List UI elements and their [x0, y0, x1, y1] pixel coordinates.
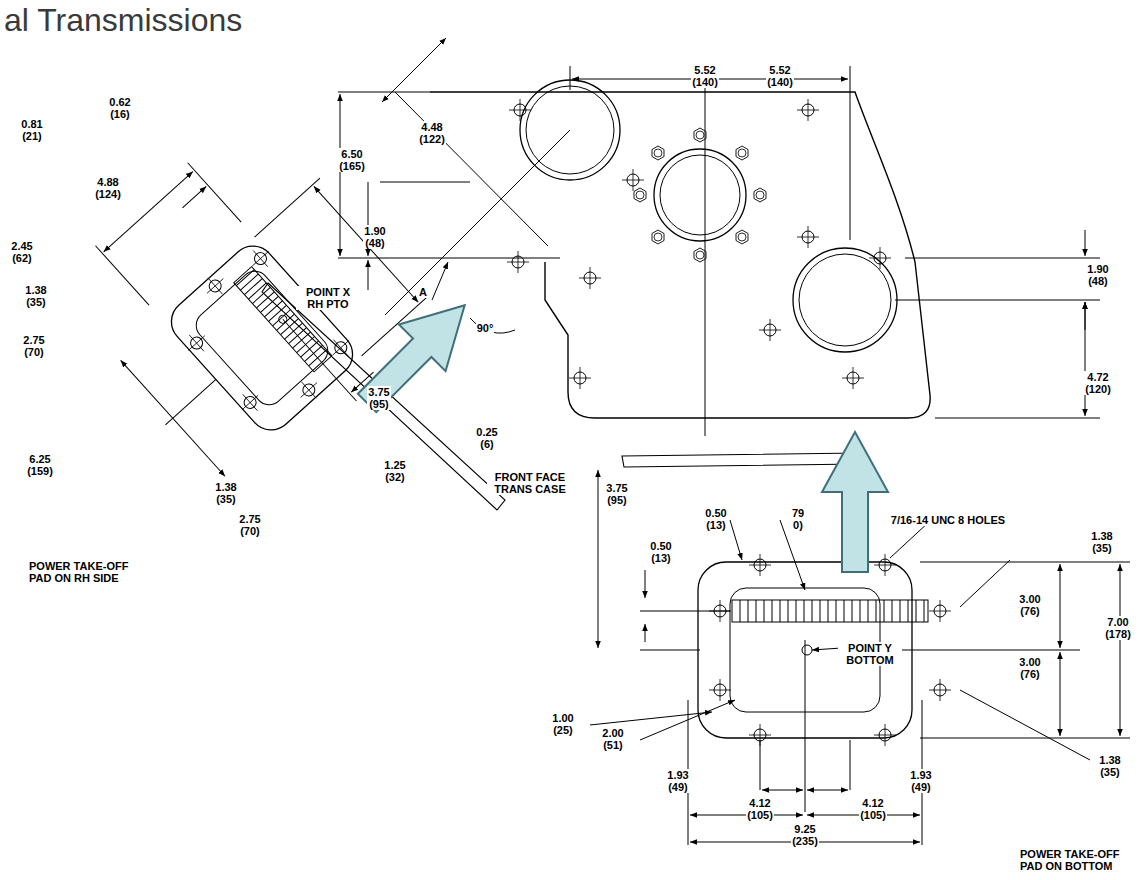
callout-note: POWER TAKE-OFF PAD ON BOTTOM: [1019, 848, 1137, 872]
dimension-label: 6.25 (159): [26, 453, 54, 477]
dimension-label: 6.50 (165): [338, 148, 366, 172]
dimension-label: 90°: [476, 322, 495, 334]
dimension-label: 0.50 (13): [704, 507, 727, 531]
dimension-label: 4.88 (124): [94, 176, 122, 200]
callout-note: POWER TAKE-OFF PAD ON RH SIDE: [28, 560, 148, 584]
dimension-label: 4.12 (105): [746, 797, 774, 821]
dimension-label: 0.62 (16): [108, 96, 131, 120]
dimension-label: 5.52 (140): [691, 64, 719, 88]
dimension-label: 1.93 (49): [909, 769, 932, 793]
dimension-label: 3.00 (76): [1018, 593, 1041, 617]
dimension-label: 1.38 (35): [1090, 530, 1113, 554]
dimension-label: 0.25 (6): [475, 426, 498, 450]
dimension-label: 1.25 (32): [383, 459, 406, 483]
dimension-label: 4.48 (122): [418, 121, 446, 145]
callout-note: POINT Y BOTTOM: [838, 642, 902, 666]
dimension-label: 7.00 (178): [1104, 616, 1132, 640]
dimension-label: 5.52 (140): [766, 64, 794, 88]
dimension-label: 1.90 (48): [363, 225, 386, 249]
dimension-label: 1.93 (49): [666, 769, 689, 793]
dimension-label: 1.38 (35): [214, 481, 237, 505]
dimension-label: A: [418, 286, 428, 298]
dimension-label: 3.75 (95): [605, 482, 628, 506]
dimension-label: 2.75 (70): [238, 513, 261, 537]
dimension-label: 79 0): [791, 507, 805, 531]
dimension-label: 1.90 (48): [1086, 263, 1109, 287]
dimension-label: 1.38 (35): [24, 284, 47, 308]
dimension-label: 2.00 (51): [601, 727, 624, 751]
dimension-label: 1.00 (25): [551, 712, 574, 736]
dimension-label: 0.81 (21): [20, 118, 43, 142]
callout-note: POINT X RH PTO: [296, 286, 360, 310]
dimension-label: 2.75 (70): [22, 334, 45, 358]
callout-note: FRONT FACE TRANS CASE: [487, 471, 573, 495]
dimension-label: 1.38 (35): [1098, 754, 1121, 778]
slide-title: al Transmissions: [4, 2, 242, 38]
callout-note: 7/16-14 UNC 8 HOLES: [890, 514, 1006, 526]
dimension-label: 2.45 (62): [10, 240, 33, 264]
dimension-label: 0.50 (13): [649, 540, 672, 564]
dimension-label: 4.12 (105): [859, 797, 887, 821]
dimension-label: 4.72 (120): [1084, 371, 1112, 395]
dimension-label: 9.25 (235): [791, 823, 819, 847]
dimension-label: 3.75 (95): [367, 386, 390, 410]
dimension-label: 3.00 (76): [1018, 656, 1041, 680]
